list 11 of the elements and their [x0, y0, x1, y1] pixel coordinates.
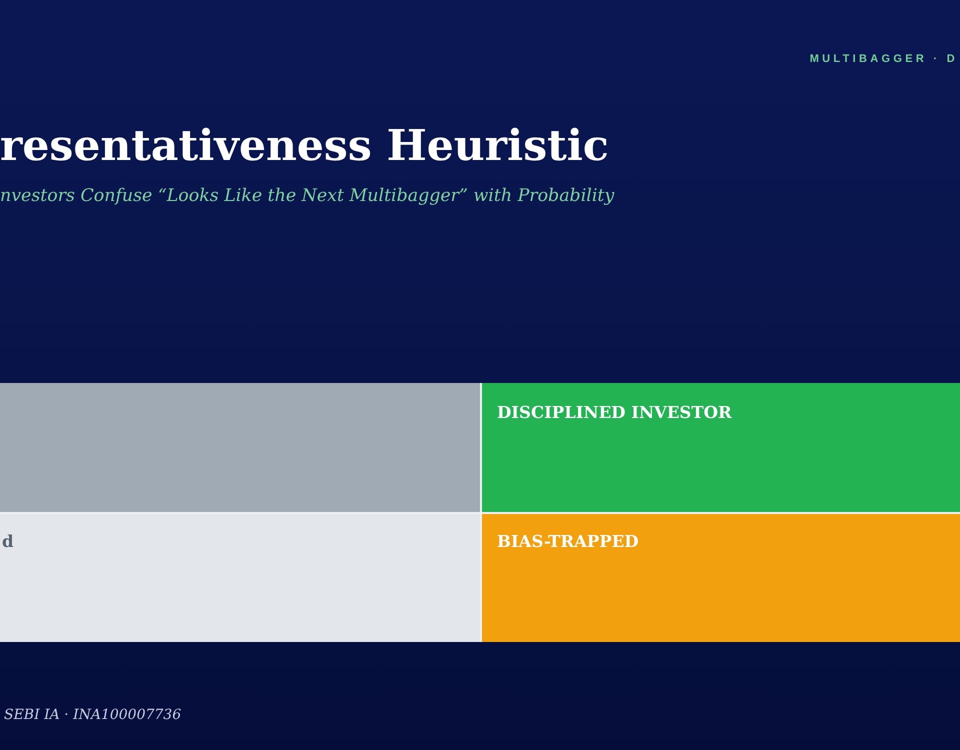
quadrant-panel [482, 514, 960, 642]
slide-title: resentativeness Heuristic [0, 121, 609, 172]
quadrant-label: d [2, 532, 14, 552]
quadrant-panel [482, 383, 960, 512]
header-label: MULTIBAGGER · D [810, 53, 958, 66]
quadrant-panel [0, 383, 480, 512]
footer-note: SEBI IA · INA100007736 [4, 707, 182, 724]
quadrant-label: BIAS-TRAPPED [497, 532, 639, 552]
quadrant-panel [0, 514, 480, 642]
quadrant-label: DISCIPLINED INVESTOR [497, 403, 732, 423]
slide-subtitle: nvestors Confuse “Looks Like the Next Multibagger” with Probability [0, 186, 614, 207]
